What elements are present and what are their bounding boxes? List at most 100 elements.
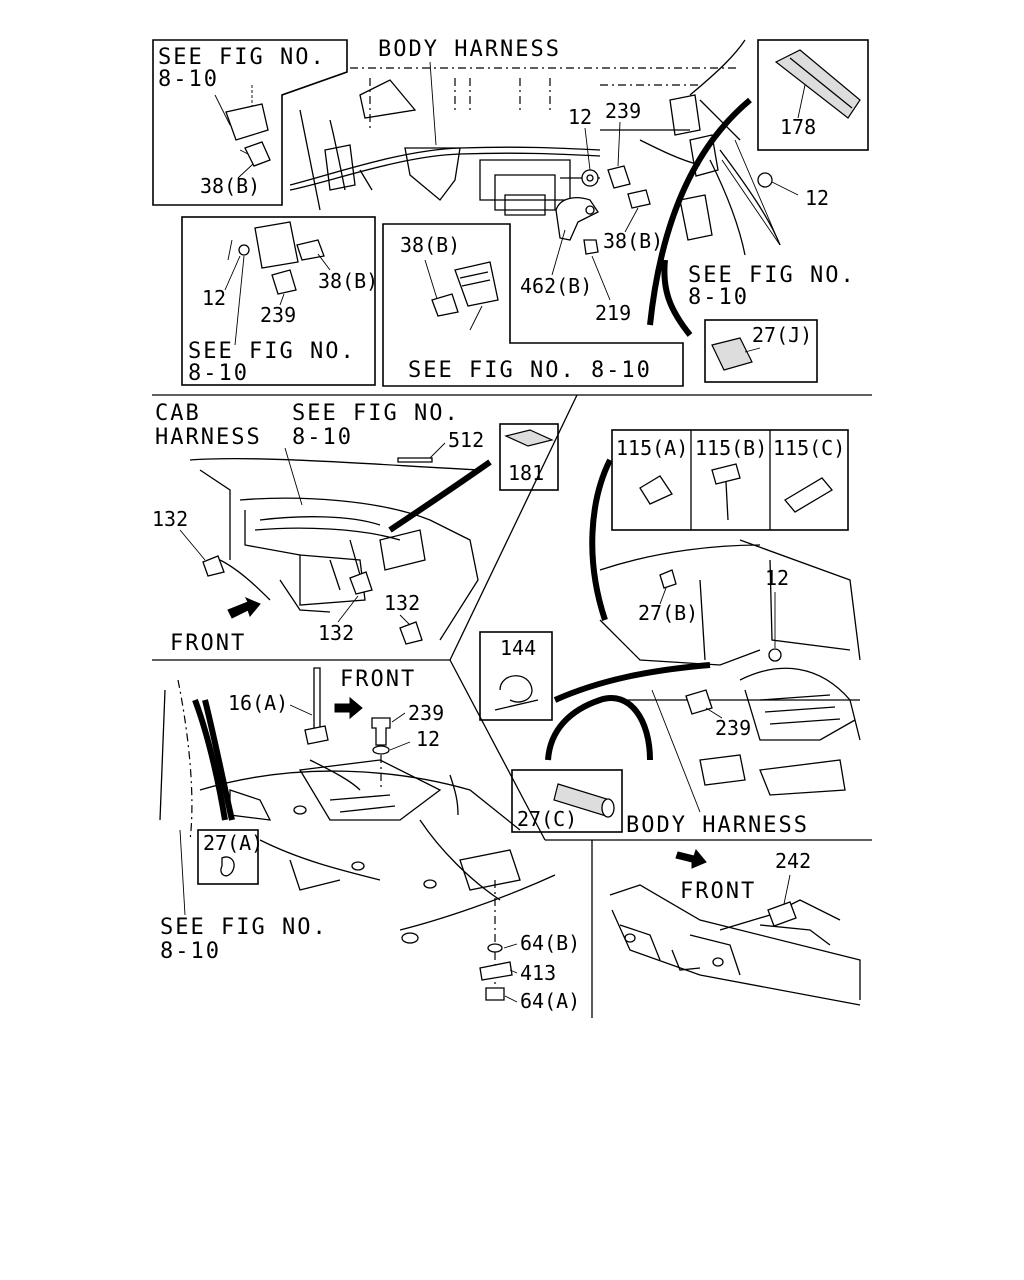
see-fig-mid-left-1: SEE FIG NO. [188, 339, 356, 364]
panel-dividers [152, 394, 872, 1018]
callout-38b-d: 38(B) [400, 233, 460, 257]
callout-38b-c: 38(B) [318, 269, 378, 293]
callout-27j: 27(J) [752, 323, 812, 347]
inset-181: 181 [499, 423, 559, 491]
washer-12-c-part [238, 244, 250, 256]
washer-12-d-part [768, 648, 782, 662]
right-wire-b [553, 662, 711, 703]
callout-body-harness-top: BODY HARNESS [378, 37, 561, 62]
callout-512: 512 [448, 428, 484, 452]
bracket-462b-part [555, 197, 599, 241]
clip-27b-part [659, 569, 677, 589]
bracket-mid-part [254, 221, 299, 269]
see-fig-mid-left-2: 8-10 [188, 361, 249, 386]
bracket-part [225, 103, 269, 141]
bracket-413-part [479, 961, 513, 981]
front-arrow-c [675, 848, 707, 869]
callout-181: 181 [508, 461, 544, 485]
cap-27j-part [711, 337, 753, 371]
right-top-structure [600, 39, 781, 337]
tie-512-part [397, 457, 433, 463]
see-fig-bottom-left-2: 8-10 [160, 939, 221, 964]
pad-181-part [504, 429, 554, 447]
callout-219: 219 [595, 301, 631, 325]
callout-38b-b: 38(B) [603, 229, 663, 253]
bolt-38b-part-b [296, 239, 325, 261]
left-wire-b [202, 699, 235, 821]
clamp-144-part [499, 675, 533, 703]
inset-27c: 27(C) [511, 769, 623, 833]
callout-239-a: 239 [605, 99, 641, 123]
grommet-27a-part [220, 856, 235, 877]
clip-115b-part [711, 463, 741, 485]
callout-239-b: 239 [260, 303, 296, 327]
frame-rail-sketch [609, 884, 861, 1006]
callout-38b-a: 38(B) [200, 174, 260, 198]
bolt-242-part [767, 901, 797, 927]
floor-sketch-left [159, 679, 556, 944]
callout-64b: 64(B) [520, 931, 580, 955]
bolt-239-part [607, 165, 631, 189]
nut-219-part [583, 239, 599, 255]
dashboard-sketch [289, 67, 740, 216]
callout-16a: 16(A) [228, 691, 288, 715]
see-fig-right-1: SEE FIG NO. [688, 263, 856, 288]
callout-115c: 115(C) [773, 436, 845, 460]
bolt-239-part-b [271, 269, 297, 295]
callout-12-d: 12 [765, 566, 789, 590]
callout-12-e: 12 [416, 727, 440, 751]
washer-12-e-part [372, 745, 390, 755]
nut-64a-part [485, 987, 505, 1001]
cab-wire [388, 459, 492, 533]
callout-115b: 115(B) [695, 436, 767, 460]
callout-413: 413 [520, 961, 556, 985]
callout-115a: 115(A) [616, 436, 688, 460]
inset-label-see-fig-1: SEE FIG NO. [158, 45, 326, 70]
inset-144: 144 [479, 631, 553, 721]
callout-front-c: FRONT [680, 879, 756, 904]
callout-144: 144 [500, 636, 536, 660]
callout-cab: CAB [155, 401, 201, 426]
tie-16a-part [313, 667, 321, 729]
clip-115a-part [639, 475, 673, 505]
bolt-38b-d-part [431, 293, 459, 317]
inset-178: 178 [757, 39, 869, 151]
callout-132-b: 132 [318, 621, 354, 645]
washer-12-b-part [757, 172, 773, 188]
see-fig-bottom-left-1: SEE FIG NO. [160, 915, 328, 940]
see-fig-right-2: 8-10 [688, 285, 749, 310]
right-wire-c [545, 695, 653, 761]
callout-178: 178 [780, 115, 816, 139]
bolt-132-b [349, 571, 373, 595]
callout-12-a: 12 [568, 105, 592, 129]
callout-242: 242 [775, 849, 811, 873]
callout-27c: 27(C) [517, 807, 577, 831]
grommet-178-part [774, 49, 861, 119]
callout-12-c: 12 [202, 286, 226, 310]
callout-64a: 64(A) [520, 989, 580, 1013]
callout-front-a: FRONT [170, 631, 246, 656]
cab-dash-sketch [189, 458, 481, 641]
front-arrow-a [227, 597, 261, 619]
see-fig-mid-center: SEE FIG NO. 8-10 [408, 358, 652, 383]
inset-27a: 27(A) [197, 829, 263, 885]
clip-115c-part [784, 477, 833, 513]
inset-27j: 27(J) [704, 319, 818, 383]
callout-body-harness-bottom: BODY HARNESS [626, 813, 809, 838]
right-wire-a [589, 458, 613, 621]
bolt-239-d-part [371, 717, 391, 746]
bolt-38b-c-part [627, 189, 651, 209]
callout-12-b: 12 [805, 186, 829, 210]
callout-front-b: FRONT [340, 667, 416, 692]
callout-462b: 462(B) [520, 274, 592, 298]
callout-239-c: 239 [715, 716, 751, 740]
callout-132-a: 132 [152, 507, 188, 531]
floor-sketch-right [599, 539, 861, 796]
callout-harness: HARNESS [155, 425, 262, 450]
bolt-132-a [202, 555, 225, 577]
inset-115-clips: 115(A) 115(B) 115(C) [611, 429, 849, 531]
inset-mid-center: 38(B) SEE FIG NO. 8-10 [382, 223, 684, 387]
callout-27b: 27(B) [638, 601, 698, 625]
left-wire-a [192, 698, 228, 821]
